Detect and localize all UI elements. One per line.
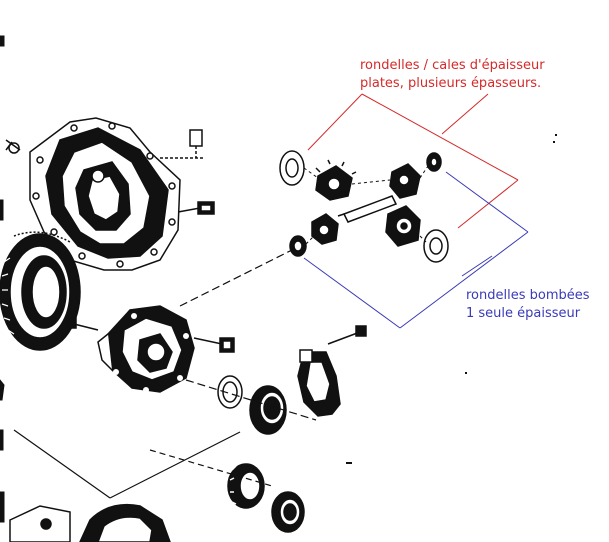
ring-gear xyxy=(0,231,81,351)
bearing-cap xyxy=(297,325,367,417)
side-gear-right xyxy=(385,205,421,247)
thrust-washer-lower xyxy=(217,375,243,409)
differential-carrier xyxy=(97,305,195,393)
pinion-gear xyxy=(227,463,265,509)
axle-housing-fragment xyxy=(9,503,171,542)
planet-gear-top-right xyxy=(389,163,421,199)
domed-washer-bottom-right xyxy=(423,229,449,263)
domed-washer-label-line2: 1 seule épaisseur xyxy=(466,306,581,321)
flat-washer-label-line2: plates, plusieurs épasseurs. xyxy=(360,76,541,91)
carrier-bolt xyxy=(193,337,235,353)
side-gear-left xyxy=(311,213,339,245)
assembly-axis-lines xyxy=(13,247,317,499)
differential-cover xyxy=(29,117,181,271)
cover-bolt xyxy=(177,201,215,215)
domed-washer-label-line1: rondelles bombées xyxy=(466,288,590,303)
flat-washer-top-left xyxy=(279,150,305,186)
stray-marks xyxy=(346,134,557,464)
domed-washer-callout-lines xyxy=(303,171,529,329)
planet-gear-top-left xyxy=(315,159,357,201)
flat-washer-label-line1: rondelles / cales d'épaisseur xyxy=(360,58,545,73)
cross-shaft xyxy=(337,195,398,223)
pinion-bearing xyxy=(271,491,305,533)
breather-plug xyxy=(160,129,204,159)
small-washer-bottom-left xyxy=(289,235,307,257)
side-bearing xyxy=(249,385,287,435)
flat-washer-callout-lines xyxy=(307,93,519,229)
internal-axis-lines xyxy=(303,165,429,245)
ring-gear-bolt xyxy=(67,317,99,331)
small-washer-top-right xyxy=(426,152,442,172)
left-edge-marks xyxy=(0,35,21,523)
